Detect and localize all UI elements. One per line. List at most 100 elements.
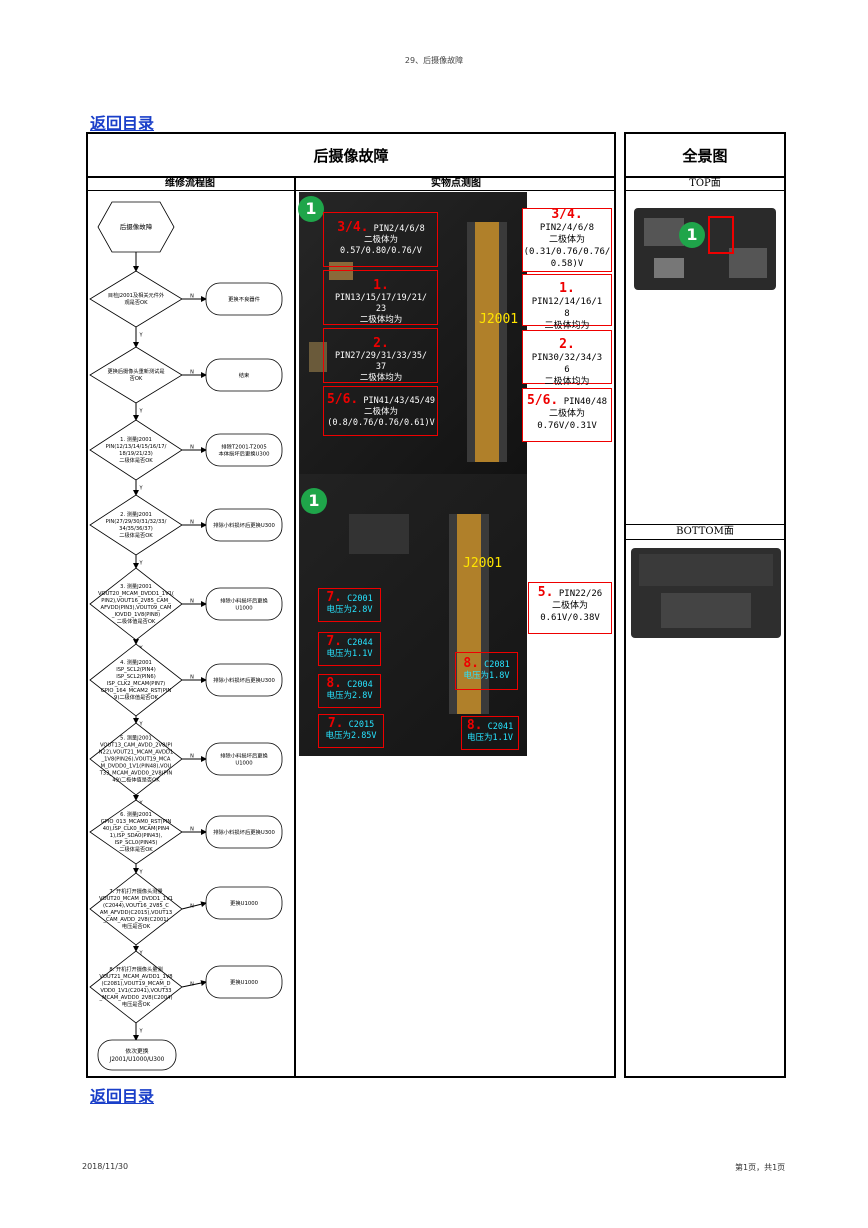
connector-label: J2001 (479, 312, 519, 327)
shield-can (654, 258, 684, 278)
no-label: N (190, 827, 194, 833)
action-node (205, 282, 283, 316)
bottom-face-label: BOTTOM面 (676, 526, 734, 537)
cap-box (318, 714, 384, 748)
divider (294, 176, 296, 1078)
action-label: 更换U1000 (230, 899, 259, 907)
repair-flowchart: 后摄像故障目检J2001及相关元件外观是否OK更换不良器件NY更换后摄像头重新测… (89, 201, 283, 1071)
photo-bottom-board-image (299, 474, 527, 756)
cap-box (318, 588, 381, 622)
connector-body (475, 222, 499, 462)
page-header: 29、后摄像故障 (404, 56, 464, 65)
overview-title: 全景图 (682, 147, 728, 165)
yes-label: Y (138, 1029, 143, 1035)
action-label: 排除小料损坏后更换U300 (213, 676, 275, 684)
shield-can (644, 218, 684, 246)
action-label: 排除小料损坏后更换U300 (213, 828, 275, 836)
component-area (639, 554, 773, 586)
action-label: 结束 (239, 371, 250, 379)
back-to-contents-link[interactable]: 返回目录 (90, 114, 155, 133)
overview-table (624, 132, 786, 1078)
divider (624, 539, 786, 540)
divider (86, 190, 616, 191)
badge-1: 1 (679, 222, 705, 248)
action-node (205, 358, 283, 392)
footer-page: 第1页，共1页 (735, 1163, 786, 1172)
yes-label: Y (138, 561, 143, 567)
col-photo-header: 实物点测图 (431, 178, 481, 189)
decision-node (89, 346, 183, 404)
decision-node (89, 494, 183, 556)
highlight-box (708, 216, 734, 254)
no-label: N (190, 675, 194, 681)
photo-top-board-image (299, 192, 527, 474)
cap-box (318, 632, 381, 666)
divider (624, 176, 786, 178)
col-flow-header: 维修流程图 (165, 178, 215, 189)
back-to-contents-link[interactable]: 返回目录 (90, 1087, 155, 1106)
divider (624, 190, 786, 191)
yes-label: Y (138, 951, 143, 957)
component (309, 342, 327, 372)
divider (86, 176, 616, 178)
action-node (205, 815, 283, 849)
action-node (205, 965, 283, 999)
no-label: N (190, 904, 194, 910)
badge-1: 1 (298, 196, 324, 222)
main-table (86, 132, 616, 1078)
decision-node (89, 799, 183, 865)
action-node (205, 508, 283, 542)
no-label: N (190, 754, 194, 760)
top-face-label: TOP面 (689, 178, 721, 189)
decision-node (89, 643, 183, 717)
decision-node (89, 270, 183, 328)
no-label: N (190, 294, 194, 300)
action-node (205, 886, 283, 920)
decision-label: 目检J2001及相关元件外观是否OK (108, 291, 164, 306)
divider (624, 524, 786, 525)
yes-label: Y (138, 870, 143, 876)
yes-label: Y (138, 486, 143, 492)
connector-body (457, 514, 481, 714)
no-label: N (190, 370, 194, 376)
start-node (97, 201, 175, 253)
decision-node (89, 722, 183, 796)
cap-box (318, 674, 381, 708)
flow-arrow (181, 980, 207, 988)
flow-arrow (181, 901, 207, 910)
no-label: N (190, 445, 194, 451)
action-node (205, 587, 283, 621)
yes-label: Y (138, 409, 143, 415)
action-node (205, 663, 283, 697)
connector-label: J2001 (463, 556, 503, 571)
yes-label: Y (138, 722, 143, 728)
callout-box (323, 328, 438, 383)
overview-top-board-image (634, 208, 776, 290)
overview-bottom-board-image (631, 548, 781, 638)
action-node (205, 433, 283, 467)
component-area (661, 593, 751, 628)
component (349, 514, 409, 554)
decision-label: 更换后摄像头重新测试是否OK (107, 367, 164, 382)
cap-box (461, 716, 519, 750)
pcb-background (299, 474, 527, 756)
end-node (97, 1039, 177, 1071)
